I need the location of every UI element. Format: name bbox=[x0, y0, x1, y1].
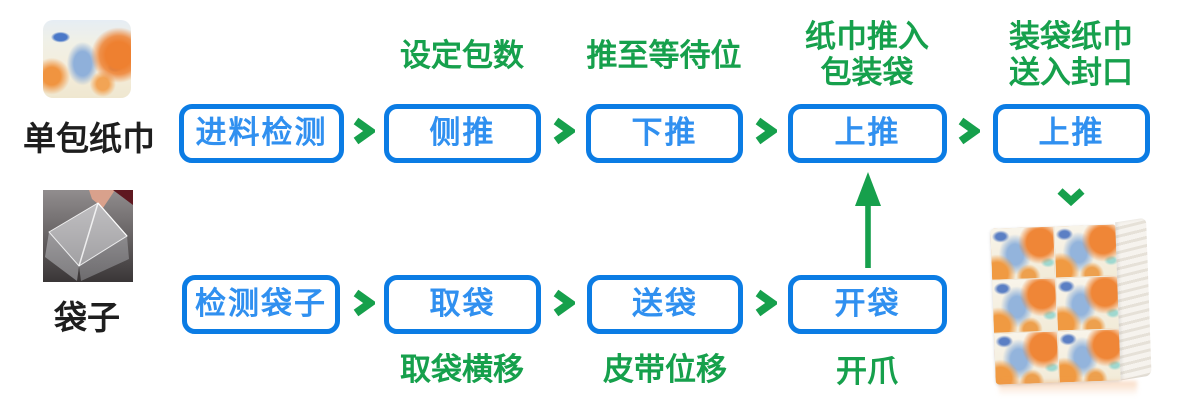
flow-chevron-icon bbox=[353, 289, 375, 317]
tissue-pack-face bbox=[990, 226, 1055, 281]
packed-tissue-stack-photo bbox=[990, 217, 1152, 396]
step-label: 下推 bbox=[631, 115, 698, 151]
plastic-bag-photo bbox=[43, 190, 133, 282]
tissue-pack-face bbox=[992, 278, 1057, 333]
note-belt-displacement: 皮带位移 bbox=[603, 352, 727, 388]
tissue-stack-front bbox=[990, 224, 1122, 385]
flow-chevron-icon bbox=[553, 117, 575, 145]
merge-up-arrow-icon bbox=[855, 172, 881, 268]
flow-chevron-icon bbox=[755, 289, 777, 317]
tissue-pack-face bbox=[1057, 328, 1122, 383]
stack-reflection bbox=[999, 381, 1137, 396]
note-open-claw: 开爪 bbox=[836, 354, 898, 390]
step-label: 上推 bbox=[1038, 115, 1105, 151]
step-label: 上推 bbox=[834, 115, 901, 151]
flow-chevron-icon bbox=[353, 117, 375, 145]
note-bagged-to-sealer: 装袋纸巾 送入封口 bbox=[1009, 19, 1133, 91]
step-box-send-bag: 送袋 bbox=[587, 275, 743, 334]
step-label: 取袋 bbox=[429, 286, 496, 322]
single-tissue-pack-photo bbox=[43, 20, 131, 98]
tissue-source-label: 单包纸巾 bbox=[23, 119, 155, 158]
flow-chevron-icon bbox=[553, 289, 575, 317]
note-push-to-wait: 推至等待位 bbox=[586, 38, 742, 74]
step-box-up-push-to-seal: 上推 bbox=[993, 104, 1150, 163]
tissue-stack bbox=[990, 217, 1152, 386]
step-label: 开袋 bbox=[834, 286, 901, 322]
note-set-pack-count: 设定包数 bbox=[400, 38, 524, 74]
step-label: 进料检测 bbox=[195, 115, 328, 151]
tissue-pack-face bbox=[1053, 224, 1119, 278]
output-down-chevron-icon bbox=[1057, 188, 1085, 207]
step-box-open-bag: 开袋 bbox=[788, 275, 947, 334]
step-label: 送袋 bbox=[632, 286, 698, 322]
plastic-bag-illustration bbox=[45, 190, 133, 281]
note-take-bag-traverse: 取袋横移 bbox=[400, 352, 524, 388]
tissue-pack-face bbox=[1055, 276, 1120, 331]
step-box-side-push: 侧推 bbox=[384, 104, 541, 163]
step-box-take-bag: 取袋 bbox=[384, 275, 541, 334]
step-box-feed-detect: 进料检测 bbox=[179, 104, 344, 163]
flow-chevron-icon bbox=[958, 117, 980, 145]
flow-chevron-icon bbox=[755, 117, 777, 145]
step-label: 检测袋子 bbox=[195, 286, 327, 322]
step-box-detect-bag: 检测袋子 bbox=[182, 275, 340, 334]
tissue-pack-face bbox=[993, 331, 1059, 385]
note-tissue-into-bag: 纸巾推入 包装袋 bbox=[805, 19, 929, 91]
step-box-down-push: 下推 bbox=[586, 104, 743, 163]
step-label: 侧推 bbox=[429, 115, 496, 151]
step-box-up-push-into-bag: 上推 bbox=[788, 104, 947, 163]
tissue-stack-side bbox=[1115, 217, 1152, 381]
bag-source-label: 袋子 bbox=[54, 298, 120, 337]
